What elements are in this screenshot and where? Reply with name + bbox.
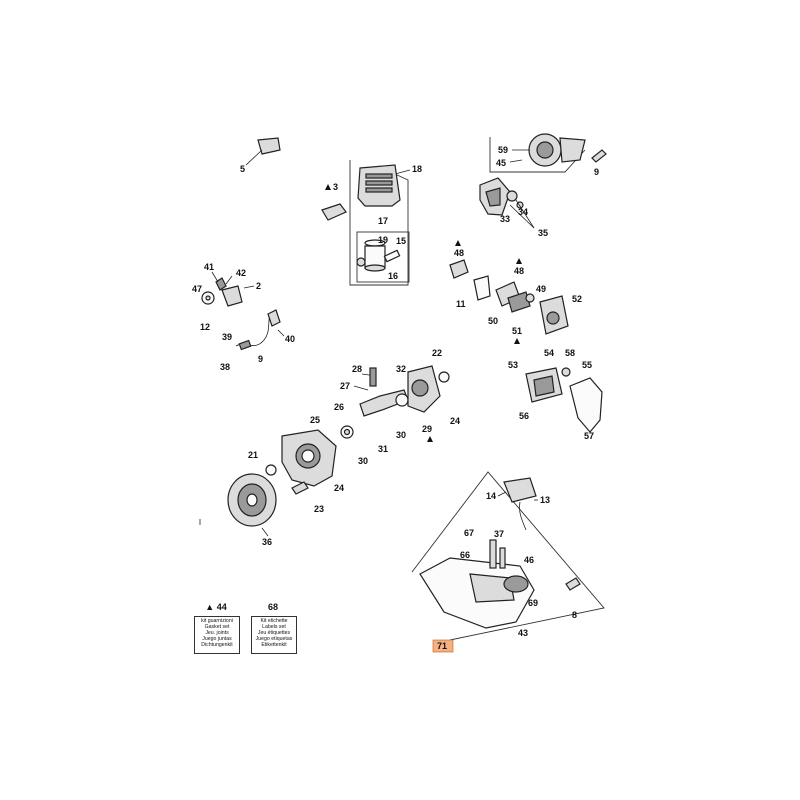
kit-gasket-line: kit guarnizioni bbox=[201, 618, 233, 624]
starter-fragment: 59 45 9 bbox=[489, 133, 607, 177]
callout-40: 40 bbox=[285, 334, 295, 344]
flywheel-group: 36 bbox=[227, 473, 277, 547]
callout-67: 67 bbox=[464, 528, 474, 538]
kit-labels-line: Jeu étiquettes bbox=[257, 630, 291, 636]
callout-48-right: 48 bbox=[514, 266, 524, 276]
callout-49: 49 bbox=[536, 284, 546, 294]
callout-39: 39 bbox=[222, 332, 232, 342]
callout-27: 27 bbox=[340, 381, 350, 391]
callout-18: 18 bbox=[412, 164, 422, 174]
callout-37: 37 bbox=[494, 529, 504, 539]
callout-22: 22 bbox=[432, 348, 442, 358]
callout-35: 35 bbox=[538, 228, 548, 238]
callout-32: 32 bbox=[396, 364, 406, 374]
callout-53: 53 bbox=[508, 360, 518, 370]
air-filter-group: 34 33 35 bbox=[479, 177, 548, 238]
kit-gasket-set: kit guarnizioni Gasket set Jeu. joints J… bbox=[194, 616, 240, 654]
callout-28: 28 bbox=[352, 364, 362, 374]
callout-43: 43 bbox=[518, 628, 528, 638]
callout-21: 21 bbox=[248, 450, 258, 460]
triangle-icon: ▲ bbox=[205, 602, 215, 612]
callout-9-top: 9 bbox=[594, 167, 599, 177]
callout-42: 42 bbox=[236, 268, 246, 278]
part-5-fragment: 5 bbox=[240, 137, 281, 174]
callout-24-left: 24 bbox=[334, 483, 344, 493]
callout-41: 41 bbox=[204, 262, 214, 272]
callout-46: 46 bbox=[524, 555, 534, 565]
callout-66: 66 bbox=[460, 550, 470, 560]
callout-71: 71 bbox=[437, 641, 447, 651]
callout-47: 47 bbox=[192, 284, 202, 294]
callout-30-right: 30 bbox=[396, 430, 406, 440]
switch-wire-group: 39 40 38 9 bbox=[220, 309, 295, 372]
callout-54: 54 bbox=[544, 348, 554, 358]
ignition-group: 41 42 47 2 12 bbox=[192, 262, 261, 332]
callout-33: 33 bbox=[500, 214, 510, 224]
callout-69: 69 bbox=[528, 598, 538, 608]
kit-gasket-line: Jeu. joints bbox=[205, 630, 229, 636]
kit-gasket-number: ▲ 44 bbox=[198, 602, 234, 612]
callout-15: 15 bbox=[396, 236, 406, 246]
callout-56: 56 bbox=[519, 411, 529, 421]
airbox-group: 53 54 58 55 56 57 bbox=[508, 348, 603, 441]
callout-9-mid: 9 bbox=[258, 354, 263, 364]
crankcase-group: 21 24 23 bbox=[248, 429, 344, 514]
kit-gasket-line: Gasket set bbox=[204, 624, 230, 630]
callout-24-right: 24 bbox=[450, 416, 460, 426]
callout-58: 58 bbox=[565, 348, 575, 358]
callout-29: 29 bbox=[422, 424, 432, 434]
callout-59: 59 bbox=[498, 145, 508, 155]
kit-gasket-line: Dichtungenkit bbox=[201, 642, 233, 648]
callout-31: 31 bbox=[378, 444, 388, 454]
callout-3: 3 bbox=[333, 182, 338, 192]
callout-26: 26 bbox=[334, 402, 344, 412]
kit-labels-line: Juego etiquetas bbox=[255, 636, 293, 642]
callout-36: 36 bbox=[262, 537, 272, 547]
callout-11: 11 bbox=[456, 299, 466, 309]
fuel-tank-group: 14 13 67 37 66 46 69 43 8 71 bbox=[411, 471, 605, 653]
highlight-71 bbox=[432, 639, 454, 653]
callout-25: 25 bbox=[310, 415, 320, 425]
callout-23: 23 bbox=[314, 504, 324, 514]
callout-50: 50 bbox=[488, 316, 498, 326]
kit-labels-line: Kit etichette bbox=[260, 618, 288, 624]
kit-gasket-number-text: 44 bbox=[216, 602, 227, 612]
kit-labels-line: Labels set bbox=[262, 624, 286, 630]
callout-14: 14 bbox=[486, 491, 496, 501]
callout-2: 2 bbox=[256, 281, 261, 291]
callout-48-left: 48 bbox=[454, 248, 464, 258]
callout-38: 38 bbox=[220, 362, 230, 372]
kit-gasket-line: Juego juntas bbox=[202, 636, 232, 642]
callout-13: 13 bbox=[540, 495, 550, 505]
kit-labels-line: Etikettenkit bbox=[261, 642, 287, 648]
callout-34: 34 bbox=[518, 207, 528, 217]
callout-12: 12 bbox=[200, 322, 210, 332]
cylinder-group: 18 3 17 19 15 16 bbox=[321, 160, 422, 286]
callout-51: 51 bbox=[512, 326, 522, 336]
callout-8: 8 bbox=[572, 610, 577, 620]
crankshaft-group: 28 27 26 25 31 30 30 32 29 24 22 bbox=[310, 348, 460, 466]
callout-16: 16 bbox=[388, 271, 398, 281]
callout-5: 5 bbox=[240, 164, 245, 174]
carburetor-group: 48 11 48 49 50 51 52 bbox=[449, 240, 582, 344]
callout-45: 45 bbox=[496, 158, 506, 168]
kit-labels-set: Kit etichette Labels set Jeu étiquettes … bbox=[251, 616, 297, 654]
kit-labels-number: 68 bbox=[255, 602, 291, 612]
callout-55: 55 bbox=[582, 360, 592, 370]
callout-19: 19 bbox=[378, 235, 388, 245]
callout-52: 52 bbox=[572, 294, 582, 304]
callout-30-left: 30 bbox=[358, 456, 368, 466]
callout-17: 17 bbox=[378, 216, 388, 226]
kit-labels-number-text: 68 bbox=[267, 602, 278, 612]
callout-57: 57 bbox=[584, 431, 594, 441]
